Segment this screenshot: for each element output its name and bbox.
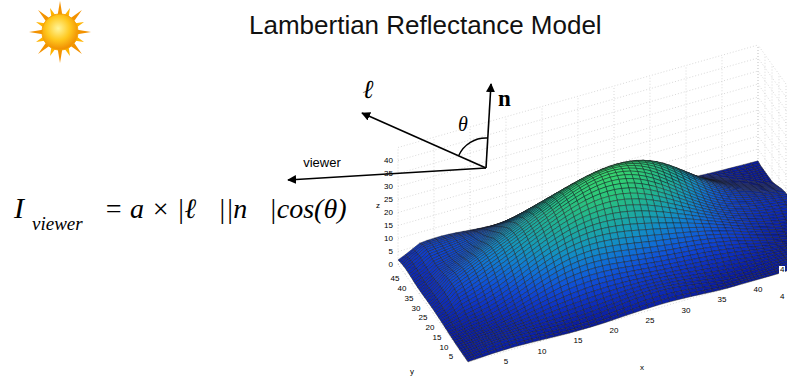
grid-line [722, 55, 723, 172]
grid-line [398, 84, 758, 187]
grid-line [412, 182, 772, 285]
grid-line [506, 117, 507, 234]
surface-patch [769, 272, 778, 276]
grid-line [758, 45, 787, 143]
grid-line [426, 201, 786, 304]
grid-line [461, 250, 787, 353]
surface-patch [762, 274, 771, 278]
grid-line [398, 148, 399, 265]
surface-patch [740, 280, 749, 284]
grid-line [434, 137, 435, 254]
grid-line [765, 55, 766, 172]
grid-line [506, 234, 576, 332]
sun-icon [29, 1, 91, 63]
surface-mesh [398, 160, 787, 361]
grid-line [758, 45, 759, 162]
grid-line [398, 123, 758, 226]
grid-line [419, 191, 779, 294]
grid-line [772, 65, 773, 182]
grid-line [786, 84, 787, 201]
grid-line [758, 162, 787, 260]
grid-line [578, 213, 648, 311]
grid-line [542, 224, 612, 322]
grid-line [398, 162, 758, 265]
surface-patch [733, 282, 742, 286]
grid-line [398, 162, 758, 265]
grid-line [405, 172, 765, 275]
grid-line [433, 211, 787, 314]
grid-line [454, 240, 787, 343]
plot-grid [398, 45, 787, 362]
grid-line [398, 45, 758, 148]
grid-line [758, 71, 787, 169]
grid-line [758, 110, 787, 208]
grid-line [650, 193, 720, 291]
grid-line [398, 149, 758, 252]
grid-line [758, 58, 787, 156]
grid-line [686, 183, 756, 281]
surface-patch [726, 284, 735, 288]
grid-line [398, 110, 758, 213]
grid-line [398, 58, 758, 161]
grid-line [434, 254, 504, 352]
grid-line [686, 66, 687, 183]
grid-line [758, 162, 787, 260]
surface-patch [755, 276, 764, 280]
grid-line [398, 136, 758, 239]
grid-line [779, 74, 780, 191]
grid-line [758, 84, 787, 182]
grid-line [758, 45, 759, 162]
grid-line [470, 244, 540, 342]
surface-patch [747, 278, 756, 282]
sun-disc [42, 14, 78, 50]
grid-line [614, 203, 684, 301]
grid-line [468, 260, 787, 363]
grid-line [722, 172, 787, 270]
grid-line [447, 230, 787, 333]
grid-line [470, 127, 471, 244]
grid-line [398, 71, 758, 174]
grid-line [440, 221, 787, 324]
grid-line [398, 97, 758, 200]
